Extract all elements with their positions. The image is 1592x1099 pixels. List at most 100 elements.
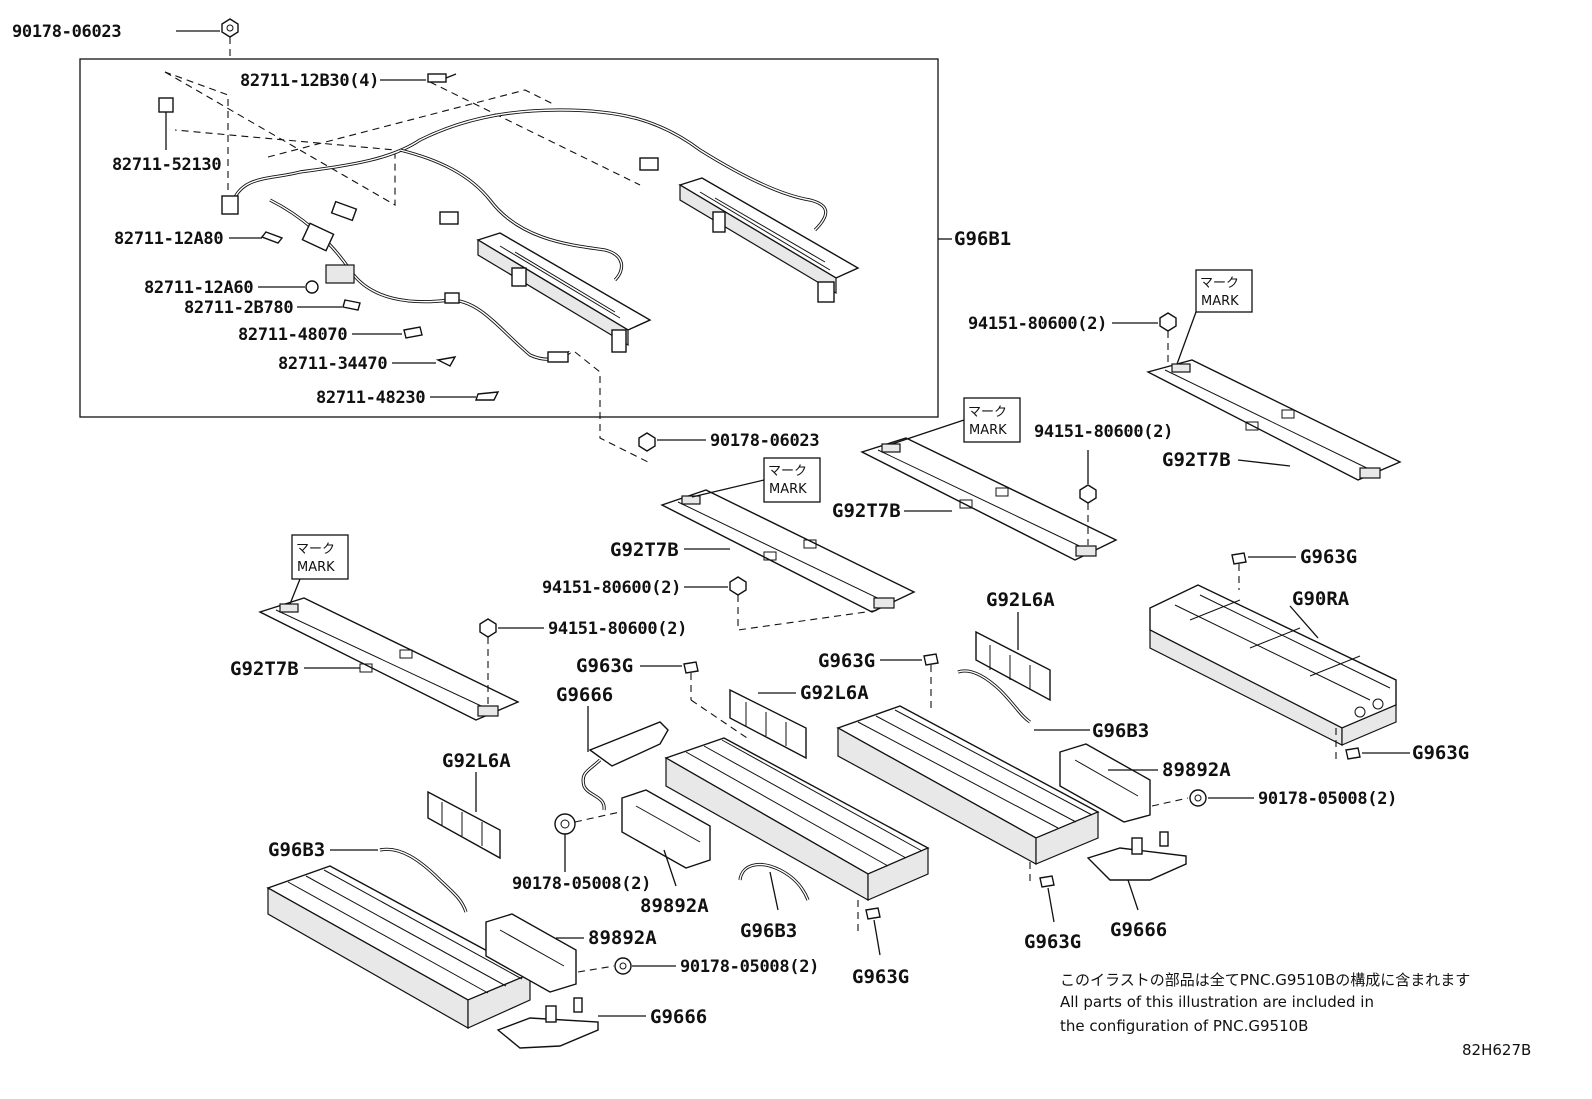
bracket-g9666-right: [1086, 831, 1187, 881]
label-82711-34470: 82711-34470: [278, 354, 387, 374]
nut-94151-left: [479, 618, 497, 706]
mark-box-third: マーク MARK: [691, 457, 821, 503]
mark-jp-third: マーク: [768, 464, 807, 479]
label-G92T7B-second: G92T7B: [832, 500, 901, 522]
clip-82711-52130: [158, 97, 174, 150]
cover-g92t7b-third: [660, 489, 916, 613]
nut-94151-second: [1079, 450, 1097, 545]
clip-82711-48070: [403, 326, 423, 339]
clip-g963g-low: [857, 900, 881, 935]
busbar-module-right: [678, 177, 860, 303]
bracket-g92l6a-left: [427, 790, 501, 860]
bracket-g9666-mid: [581, 721, 669, 811]
note-japanese: このイラストの部品は全てPNC.G9510Bの構成に含まれます: [1060, 971, 1470, 989]
nut-94151-right: [1159, 312, 1177, 365]
label-89892A-left: 89892A: [588, 927, 657, 949]
label-82711-52130: 82711-52130: [112, 155, 221, 175]
label-G96B3-left: G96B3: [268, 839, 325, 861]
label-82711-12A80: 82711-12A80: [114, 229, 223, 249]
note-english-line1: All parts of this illustration are inclu…: [1060, 993, 1374, 1011]
battery-module-center-left: [664, 737, 930, 902]
label-90178-06023-mid: 90178-06023: [710, 431, 819, 451]
clip-82711-12B30: [427, 73, 457, 83]
label-82711-2B780: 82711-2B780: [184, 298, 293, 318]
label-G963G-right: G963G: [1412, 742, 1469, 764]
label-82711-48230: 82711-48230: [316, 388, 425, 408]
mark-jp-left: マーク: [296, 542, 335, 557]
label-89892A-right: 89892A: [1162, 759, 1231, 781]
nut-94151-third: [729, 576, 881, 631]
busbar-g96b3-right: [957, 669, 1031, 724]
label-G963G-center-low: G963G: [1024, 931, 1081, 953]
label-94151-right: 94151-80600(2): [968, 314, 1107, 334]
label-90178-05008-right: 90178-05008(2): [1258, 789, 1397, 809]
clip-g963g-center: [923, 653, 939, 712]
mark-box-second: マーク MARK: [891, 397, 1021, 445]
clip-82711-34470: [435, 356, 457, 367]
label-90178-05008-mid: 90178-05008(2): [512, 874, 651, 894]
label-G92T7B-third: G92T7B: [610, 539, 679, 561]
label-G963G-mid: G963G: [576, 655, 633, 677]
harness-dashed-outline: [164, 71, 641, 206]
bracket-g9666-left: [496, 997, 599, 1049]
label-82711-12B30: 82711-12B30(4): [240, 71, 379, 91]
label-G96B3-right: G96B3: [1092, 720, 1149, 742]
mark-en-left: MARK: [297, 560, 335, 575]
mark-jp-second: マーク: [968, 405, 1007, 420]
label-94151-second: 94151-80600(2): [1034, 422, 1173, 442]
nut-90178-05008-mid: [554, 811, 621, 872]
cover-89892a-right: [1059, 743, 1151, 823]
nut-90178-05008-left: [577, 957, 632, 975]
clip-82711-2B780: [342, 299, 361, 311]
battery-module-left: [266, 865, 532, 1030]
busbar-g96b3-mid: [738, 862, 810, 901]
label-G90RA: G90RA: [1292, 588, 1350, 610]
cover-89892a-mid: [621, 789, 711, 869]
cover-89892a-left: [485, 913, 577, 993]
nut-90178-05008-right: [1151, 789, 1207, 807]
label-G92L6A-mid: G92L6A: [800, 682, 869, 704]
busbar-g96b3-left: [379, 847, 468, 913]
label-G92L6A-right: G92L6A: [986, 589, 1055, 611]
label-G963G-low: G963G: [852, 966, 909, 988]
label-G92T7B-right: G92T7B: [1162, 449, 1231, 471]
harness-assembly-frame: [79, 58, 939, 418]
mark-en-second: MARK: [969, 423, 1007, 438]
label-G92L6A-left: G92L6A: [442, 750, 511, 772]
battery-module-center-right: [836, 705, 1100, 866]
bracket-g92l6a-mid: [729, 688, 807, 760]
mark-jp-right: マーク: [1200, 276, 1239, 291]
clip-g963g-center-low: [1029, 862, 1055, 888]
label-G96B1: G96B1: [954, 228, 1011, 250]
label-82711-12A60: 82711-12A60: [144, 278, 253, 298]
clip-g963g-top-right: [1231, 552, 1247, 590]
nut-mid: [638, 432, 656, 452]
label-G92T7B-left: G92T7B: [230, 658, 299, 680]
clip-g963g-mid: [683, 661, 751, 741]
label-82711-48070: 82711-48070: [238, 325, 347, 345]
nut-top: [221, 18, 239, 59]
cover-g92t7b-left: [258, 597, 520, 721]
label-G9666-mid: G9666: [556, 684, 613, 706]
label-90178-06023-top: 90178-06023: [12, 22, 121, 42]
busbar-module-left: [476, 232, 652, 353]
label-94151-third: 94151-80600(2): [542, 578, 681, 598]
label-G96B3-mid: G96B3: [740, 920, 797, 942]
clip-g963g-right: [1335, 728, 1361, 760]
clip-82711-48230: [475, 391, 500, 401]
label-G963G-center: G963G: [818, 650, 875, 672]
bracket-g92l6a-right: [975, 630, 1051, 702]
mark-box-right: マーク MARK: [1176, 269, 1253, 365]
label-G9666-right: G9666: [1110, 919, 1167, 941]
mark-en-right: MARK: [1201, 294, 1239, 309]
harness-connectors: [221, 157, 659, 363]
cover-g92t7b-second: [860, 437, 1118, 561]
battery-case-g90ra: [1149, 584, 1397, 746]
label-90178-05008-left: 90178-05008(2): [680, 957, 819, 977]
clip-82711-12A60: [305, 280, 319, 294]
label-89892A-mid: 89892A: [640, 895, 709, 917]
label-G963G-top-right: G963G: [1300, 546, 1357, 568]
label-94151-left: 94151-80600(2): [548, 619, 687, 639]
mark-box-left: マーク MARK: [289, 534, 349, 605]
